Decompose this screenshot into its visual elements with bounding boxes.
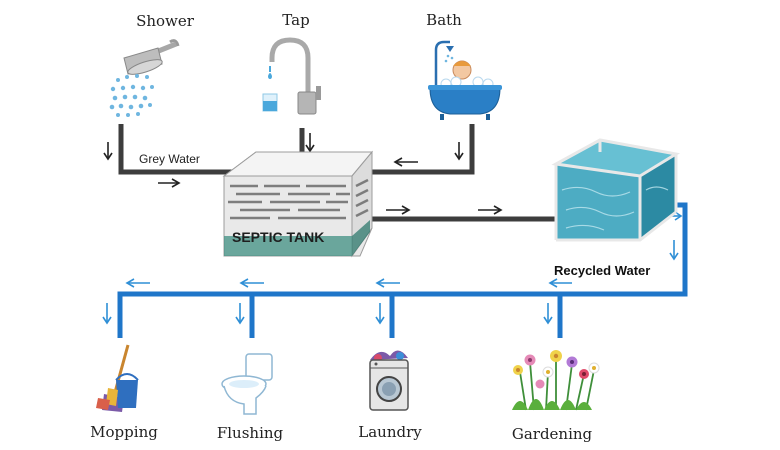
washing-machine-icon (369, 350, 409, 411)
arrow-down-icon (543, 303, 553, 325)
flowers-icon (512, 350, 600, 411)
arrow-right-icon (478, 205, 503, 215)
recycled-water-label: Recycled Water (554, 263, 650, 278)
arrow-left-icon (393, 157, 418, 167)
septic-tank-label: SEPTIC TANK (232, 229, 324, 245)
arrow-down-icon (102, 303, 112, 325)
arrow-left-icon (125, 278, 150, 288)
shower-head-icon (109, 39, 180, 117)
mop-bucket-icon (96, 344, 139, 412)
blue-flow-arrows (102, 211, 683, 325)
water-tank-icon (551, 138, 681, 242)
grey-water-label: Grey Water (139, 152, 200, 166)
tap-label: Tap (282, 11, 309, 29)
arrow-down-icon (669, 240, 679, 261)
toilet-icon (221, 353, 273, 415)
arrow-right-icon (158, 178, 181, 188)
gardening-label: Gardening (512, 425, 593, 443)
septic-tank-icon (222, 150, 374, 258)
arrow-down-icon (235, 303, 245, 325)
bath-pipe (366, 124, 475, 175)
bathtub-icon (428, 40, 502, 120)
arrow-left-icon (375, 278, 400, 288)
arrow-right-icon (386, 205, 411, 215)
mopping-label: Mopping (90, 423, 158, 441)
flushing-label: Flushing (217, 424, 284, 442)
arrow-left-icon (239, 278, 264, 288)
arrow-down-icon (375, 303, 385, 325)
shower-label: Shower (136, 12, 195, 30)
arrow-down-icon (454, 142, 464, 161)
arrow-down-icon (305, 133, 315, 153)
grey-water-pipes (118, 124, 556, 222)
shower-pipe (118, 124, 238, 175)
grey-flow-arrows (103, 133, 503, 215)
laundry-label: Laundry (358, 423, 422, 441)
arrow-left-icon (548, 278, 572, 288)
tap-icon (262, 37, 321, 115)
arrow-down-icon (103, 142, 113, 161)
bath-label: Bath (426, 11, 462, 29)
